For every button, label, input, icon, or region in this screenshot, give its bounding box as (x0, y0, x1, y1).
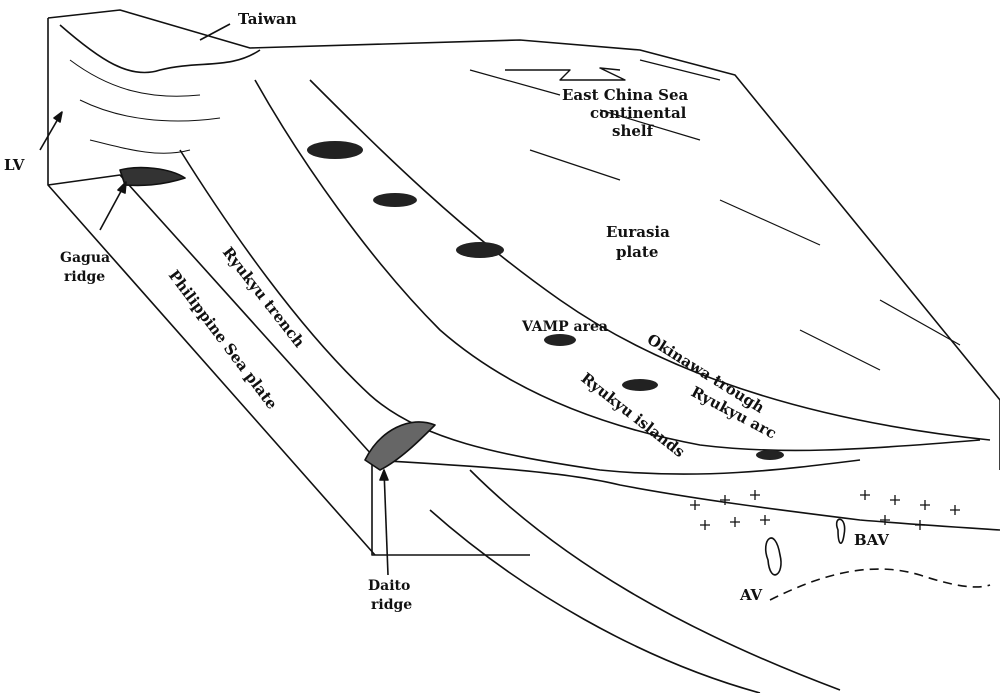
label-daito-1: Daito (368, 578, 410, 594)
label-av: AV (739, 586, 763, 604)
slab-top (470, 470, 840, 690)
gagua-ridge-shape (120, 168, 185, 186)
bav-conduit (837, 519, 845, 543)
block-left-edge (48, 18, 375, 555)
front-profile (372, 460, 1000, 530)
label-ecs-1: East China Sea (562, 86, 689, 104)
label-gagua-2: ridge (64, 269, 105, 285)
label-ecs-3: shelf (612, 122, 655, 140)
slab-bottom (430, 510, 760, 693)
label-vamp: VAMP area (521, 319, 608, 335)
label-ecs-2: continental (590, 104, 687, 122)
label-gagua-1: Gagua (60, 250, 110, 266)
block-top-edge (48, 10, 1000, 400)
label-taiwan: Taiwan (238, 10, 297, 28)
label-daito-2: ridge (371, 597, 412, 613)
melt-dashed-line (770, 569, 990, 600)
daito-arrow (384, 470, 388, 575)
block-front-edge (48, 175, 530, 555)
av-conduit (766, 538, 781, 575)
label-eurasia-2: plate (616, 243, 658, 261)
arc-crust-plus (690, 490, 960, 530)
label-lv: LV (4, 156, 25, 174)
taiwan-relief (60, 25, 260, 73)
label-bav: BAV (854, 531, 889, 549)
label-eurasia-1: Eurasia (606, 223, 670, 241)
motion-arrow (505, 68, 625, 80)
